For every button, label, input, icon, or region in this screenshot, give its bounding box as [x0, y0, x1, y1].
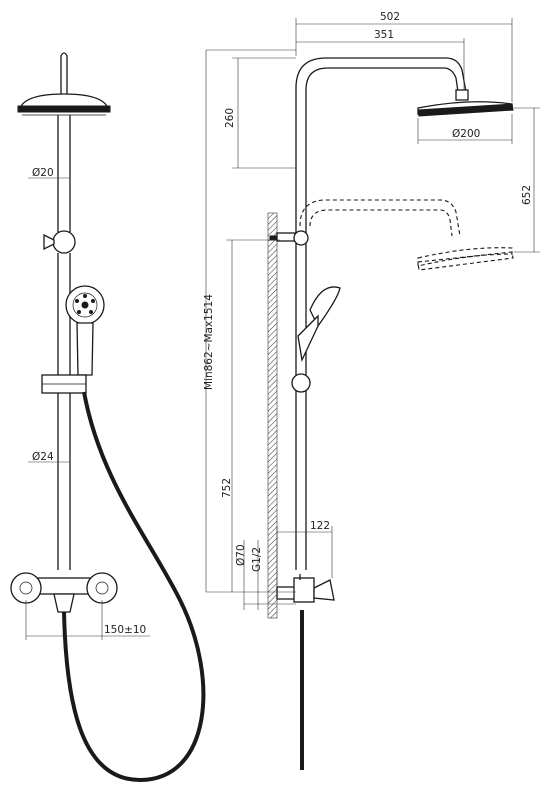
mixer-valve-front — [10, 572, 118, 613]
slide-holder-side — [291, 373, 311, 393]
dim-head-diameter: Ø200 — [452, 128, 480, 140]
overhead-shower-head-alt — [417, 247, 514, 271]
dim-thread-size: G1/2 — [251, 547, 263, 572]
riser-arm-alt-inner — [309, 209, 453, 237]
dim-total-projection: 502 — [380, 11, 400, 23]
front-view: Ø20 Ø24 150±10 — [10, 52, 206, 783]
dim-arm-height: 260 — [224, 108, 236, 128]
overhead-shower-head-side — [417, 101, 514, 117]
mixer-valve-side — [276, 574, 335, 603]
dim-inlet-diameter: Ø70 — [235, 544, 247, 566]
shower-hose-front — [62, 391, 206, 783]
hand-shower-front — [65, 285, 105, 376]
wall-section — [267, 212, 278, 619]
dim-bar-height: 752 — [221, 478, 233, 498]
dim-head-drop: 652 — [521, 185, 533, 205]
dim-valve-spacing: 150±10 — [104, 624, 146, 636]
dim-arm-projection: 351 — [374, 29, 394, 41]
riser-arm-alt-outer — [299, 199, 461, 237]
hand-shower-side — [297, 286, 341, 363]
dim-pipe-lower: Ø24 — [32, 451, 54, 463]
dim-pipe-upper: Ø20 — [32, 167, 54, 179]
riser-arm-outer — [295, 57, 467, 570]
overhead-shower-head-front — [17, 93, 111, 116]
riser-top-cap — [60, 52, 68, 96]
dim-height-range: Min862~Max1514 — [203, 294, 215, 390]
riser-arm-inner — [305, 67, 459, 570]
dim-valve-depth: 122 — [310, 520, 330, 532]
diverter-knob-front — [43, 230, 76, 254]
side-view: 502 351 260 Ø200 652 Min862~Max1514 752 … — [203, 11, 540, 770]
